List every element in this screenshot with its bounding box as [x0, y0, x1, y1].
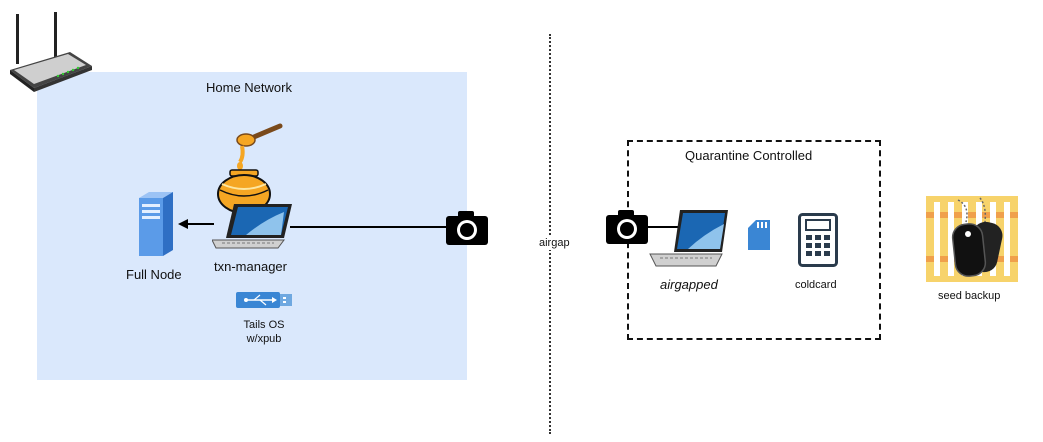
laptop-icon — [212, 202, 294, 250]
sd-card-icon — [748, 220, 770, 250]
full-node-label: Full Node — [126, 267, 182, 282]
coldcard-label: coldcard — [795, 279, 837, 291]
camera-icon — [606, 210, 648, 244]
laptop-icon — [648, 208, 730, 270]
connection-arrow — [176, 216, 216, 232]
server-icon — [135, 192, 177, 258]
tails-os-line-2: w/xpub — [246, 333, 282, 345]
txn-manager-label: txn-manager — [214, 259, 287, 274]
connection-line — [647, 226, 683, 228]
airgapped-label: airgapped — [660, 277, 718, 292]
calculator-icon — [798, 213, 838, 267]
honey-pot-icon — [216, 122, 286, 214]
connection-line — [290, 226, 447, 228]
router-icon — [8, 10, 94, 92]
dog-tag-icon — [926, 194, 1018, 286]
airgap-label: airgap — [537, 236, 572, 250]
home-network-label: Home Network — [206, 80, 292, 95]
seed-backup-label: seed backup — [938, 290, 1001, 302]
tails-os-line-1: Tails OS — [243, 319, 285, 331]
airgap-divider — [549, 34, 551, 434]
quarantine-label: Quarantine Controlled — [685, 148, 813, 163]
usb-drive-icon — [236, 291, 292, 309]
camera-icon — [446, 211, 488, 245]
tails-os-label: Tails OS w/xpub — [226, 318, 302, 346]
